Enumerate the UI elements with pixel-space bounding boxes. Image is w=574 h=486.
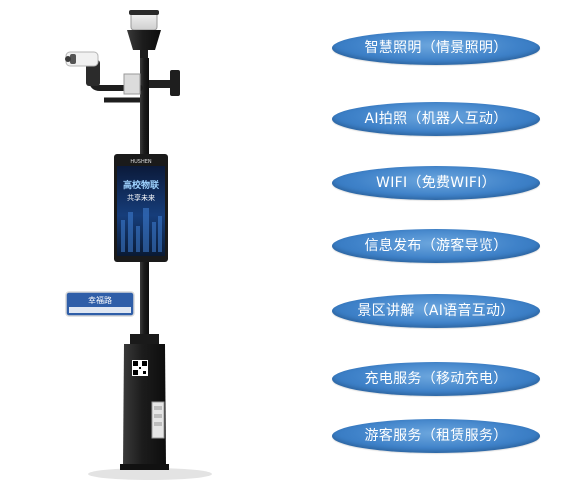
info-display-screen: HUSHEN 高校物联 共享未来 (114, 154, 168, 262)
feature-pill-visitor-service: 游客服务（租赁服务） (332, 419, 540, 453)
smart-pole-illustration: HUSHEN 高校物联 共享未来 幸福路 (65, 10, 212, 480)
feature-label: 游客服务（租赁服务） (364, 428, 508, 444)
feature-label: 信息发布（游客导览） (364, 238, 508, 254)
feature-pill-info-release: 信息发布（游客导览） (332, 229, 540, 263)
street-sign-label: 幸福路 (88, 295, 112, 305)
camera-unit (65, 51, 143, 103)
feature-label: 景区讲解（AI语音互动） (357, 303, 515, 319)
feature-label: WIFI（免费WIFI） (376, 175, 496, 191)
feature-label: AI拍照（机器人互动） (364, 111, 508, 127)
feature-pill-charging: 充电服务（移动充电） (332, 362, 540, 396)
base-cabinet (120, 334, 169, 470)
feature-pill-ai-photo: AI拍照（机器人互动） (332, 102, 540, 136)
speaker-bracket (123, 70, 180, 96)
screen-headline: 高校物联 (123, 179, 160, 191)
feature-pill-scenic-guide: 景区讲解（AI语音互动） (332, 294, 540, 328)
screen-subline: 共享未来 (127, 193, 155, 202)
lamp-head (127, 10, 161, 60)
street-sign: 幸福路 (65, 291, 135, 317)
feature-label: 智慧照明（情景照明） (364, 40, 508, 56)
feature-label: 充电服务（移动充电） (364, 371, 508, 387)
feature-pill-wifi: WIFI（免费WIFI） (332, 166, 540, 200)
feature-pill-smart-lighting: 智慧照明（情景照明） (332, 31, 540, 65)
screen-brand: HUSHEN (130, 159, 152, 165)
